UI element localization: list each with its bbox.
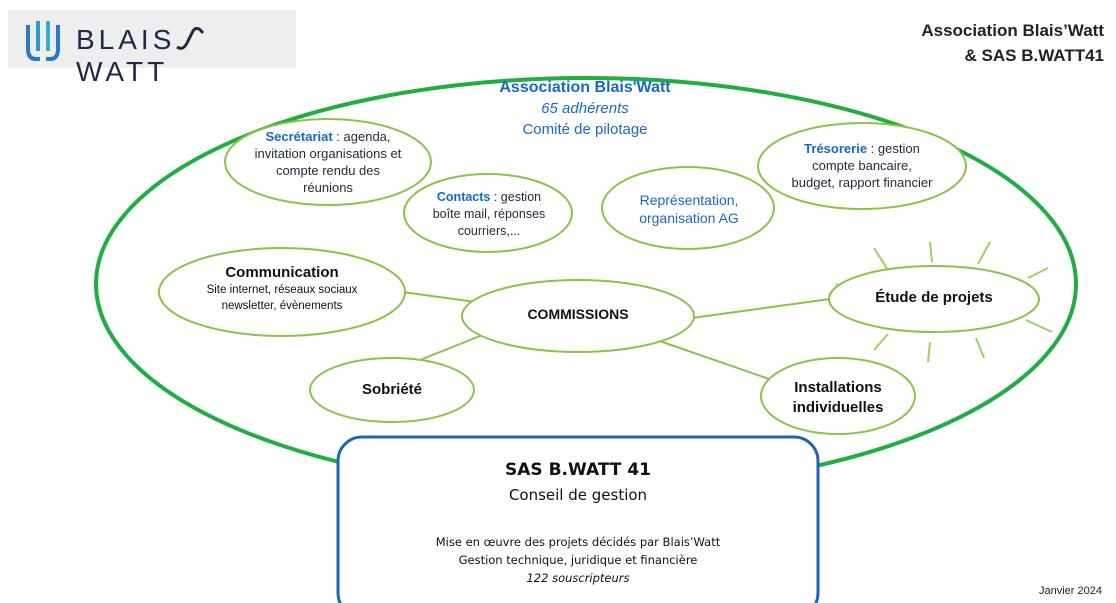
installations-label: Installations individuelles bbox=[764, 378, 912, 418]
header-line1: Association Blais’Watt bbox=[921, 21, 1104, 40]
connector-communication bbox=[401, 291, 477, 303]
association-committee: Comité de pilotage bbox=[522, 121, 648, 138]
header-title: Association Blais’Watt & SAS B.WATT41 bbox=[921, 18, 1104, 68]
contacts-ellipse bbox=[403, 173, 573, 253]
secretariat-ellipse bbox=[224, 118, 432, 206]
secretariat-label: Secrétariat bbox=[265, 129, 333, 144]
communication-ellipse bbox=[158, 247, 406, 337]
secretariat-desc3: compte rendu des bbox=[275, 163, 381, 178]
sas-line3: 122 souscripteurs bbox=[526, 571, 630, 585]
tresorerie-label: Trésorerie bbox=[804, 141, 868, 156]
tresorerie-text: Trésorerie : gestion compte bancaire, bu… bbox=[762, 140, 962, 191]
connector-installations bbox=[647, 336, 773, 381]
communication-line2: newsletter, évènements bbox=[221, 300, 343, 312]
etude-ellipse bbox=[828, 265, 1040, 333]
date-stamp: Janvier 2024 bbox=[1039, 585, 1102, 597]
logo: BLAISWATT bbox=[8, 10, 296, 87]
association-title: Association Blais'Watt bbox=[499, 79, 671, 96]
contacts-text: Contacts : gestion boîte mail, réponses … bbox=[410, 189, 568, 240]
representation-text: Représentation, organisation AG bbox=[604, 191, 774, 227]
logo-text: BLAISWATT bbox=[76, 24, 296, 88]
header-line2: & SAS B.WATT41 bbox=[964, 46, 1104, 65]
etude-label: Étude de projets bbox=[875, 289, 993, 306]
connector-sobriete bbox=[414, 331, 491, 363]
installations-line2: individuelles bbox=[792, 399, 884, 416]
secretariat-desc2: invitation organisations et bbox=[254, 146, 402, 161]
installations-ellipse bbox=[760, 357, 916, 435]
sas-subtitle: Conseil de gestion bbox=[508, 486, 648, 504]
sas-box bbox=[336, 435, 820, 603]
installations-line1: Installations bbox=[794, 379, 882, 396]
sas-line1: Mise en œuvre des projets décidés par Bl… bbox=[435, 535, 721, 549]
tresorerie-ellipse bbox=[757, 122, 967, 210]
tresorerie-desc1: : gestion bbox=[867, 141, 920, 156]
sobriete-label: Sobriété bbox=[361, 381, 422, 398]
connector-etude bbox=[691, 298, 831, 319]
contacts-label: Contacts bbox=[436, 190, 491, 204]
contacts-desc2: boîte mail, réponses bbox=[432, 207, 546, 221]
association-heading: Association Blais'Watt 65 adhérents Comi… bbox=[440, 77, 730, 140]
sobriete-ellipse bbox=[309, 357, 475, 423]
tresorerie-desc2: compte bancaire, bbox=[812, 158, 912, 173]
communication-text: Communication Site internet, réseaux soc… bbox=[166, 263, 398, 314]
communication-title: Communication bbox=[225, 264, 339, 281]
representation-ellipse bbox=[601, 166, 775, 250]
association-members: 65 adhérents bbox=[541, 100, 629, 117]
sas-line2: Gestion technique, juridique et financiè… bbox=[458, 553, 698, 567]
secretariat-text: Secrétariat : agenda, invitation organis… bbox=[228, 128, 428, 196]
commissions-label: COMMISSIONS bbox=[527, 306, 629, 322]
logo-wave-icon bbox=[176, 26, 205, 50]
sas-body: Mise en œuvre des projets décidés par Bl… bbox=[340, 533, 816, 587]
connector-lines bbox=[401, 291, 831, 381]
secretariat-desc4: réunions bbox=[303, 180, 353, 195]
communication-line1: Site internet, réseaux sociaux bbox=[206, 284, 358, 296]
contacts-desc3: courriers,... bbox=[457, 224, 521, 238]
commissions-ellipse bbox=[461, 279, 695, 353]
tresorerie-desc3: budget, rapport financier bbox=[791, 175, 933, 190]
sas-title: SAS B.WATT 41 bbox=[505, 460, 651, 480]
etude-rays bbox=[835, 241, 1053, 363]
secretariat-desc1: : agenda, bbox=[332, 129, 391, 144]
representation-line2: organisation AG bbox=[639, 210, 739, 226]
representation-line1: Représentation, bbox=[639, 192, 739, 208]
contacts-desc1: : gestion bbox=[490, 190, 542, 204]
blaiswatt-logo-mark-icon bbox=[26, 21, 60, 61]
